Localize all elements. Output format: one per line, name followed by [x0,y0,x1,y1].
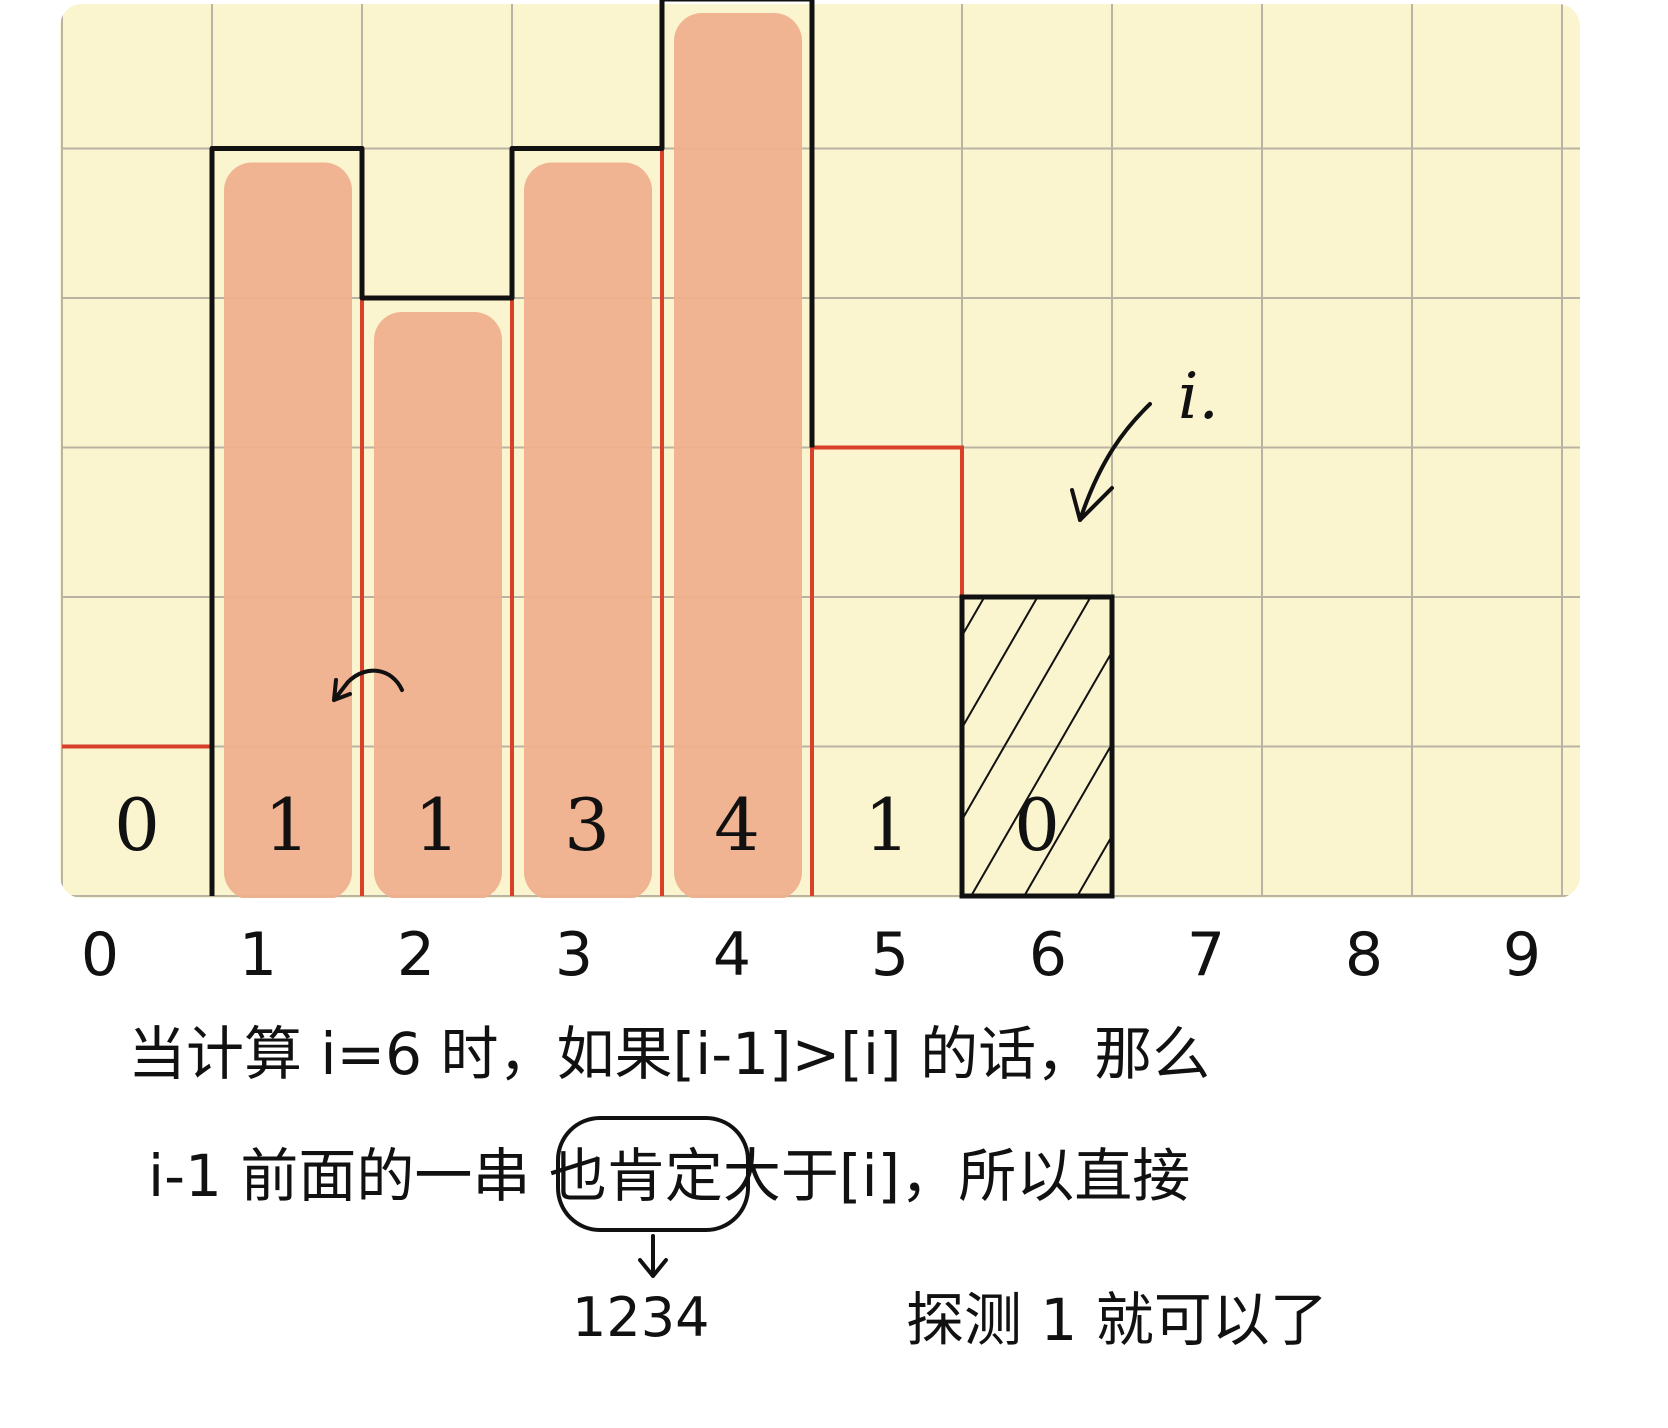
x-tick-label: 3 [555,920,593,990]
bar-fills [224,13,802,898]
bar-value-label: 0 [114,783,160,867]
sub-arrow [638,1234,668,1278]
x-tick-label: 8 [1345,920,1383,990]
hatched-bar-outline [959,594,1115,899]
curved-arrow [332,668,404,702]
note-line-2: i-1 前面的一串 也肯定大于[i]，所以直接 [148,1142,1190,1210]
bar-value-labels: 0 1 1 3 4 1 0 [114,783,1060,867]
x-tick-label: 2 [397,920,435,990]
pointer-label: i. [1178,360,1219,434]
bar-value-label: 1 [264,783,310,867]
x-tick-label: 7 [1187,920,1225,990]
bar-fill [374,312,502,898]
x-tick-label: 6 [1029,920,1067,990]
hatched-bar [962,597,1112,896]
note-line-3: 探测 1 就可以了 [906,1286,1328,1354]
bar-fill [224,162,352,898]
x-tick-label: 4 [713,920,751,990]
bar-fill [524,162,652,898]
bar-value-label: 0 [1014,783,1060,867]
bar-value-label: 1 [864,783,910,867]
black-stack-outline [209,0,1115,899]
bar-value-label: 3 [564,783,610,867]
x-tick-label: 0 [81,920,119,990]
x-axis-ticks: 0 1 2 3 4 5 6 7 8 9 [81,920,1541,990]
x-tick-label: 5 [871,920,909,990]
black-stack-outline-path [209,0,815,896]
bar-value-label: 1 [414,783,460,867]
x-tick-label: 9 [1503,920,1541,990]
note-line-1: 当计算 i=6 时，如果[i-1]>[i] 的话，那么 [128,1020,1210,1088]
bar-value-label: 4 [714,783,760,867]
x-tick-label: 1 [239,920,277,990]
bar-fill [674,13,802,898]
note-subscript: 1234 [572,1286,709,1349]
highlight-bubble [556,1116,750,1232]
hatched-bar-layer [962,597,1112,896]
pointer-arrow [1070,402,1152,522]
